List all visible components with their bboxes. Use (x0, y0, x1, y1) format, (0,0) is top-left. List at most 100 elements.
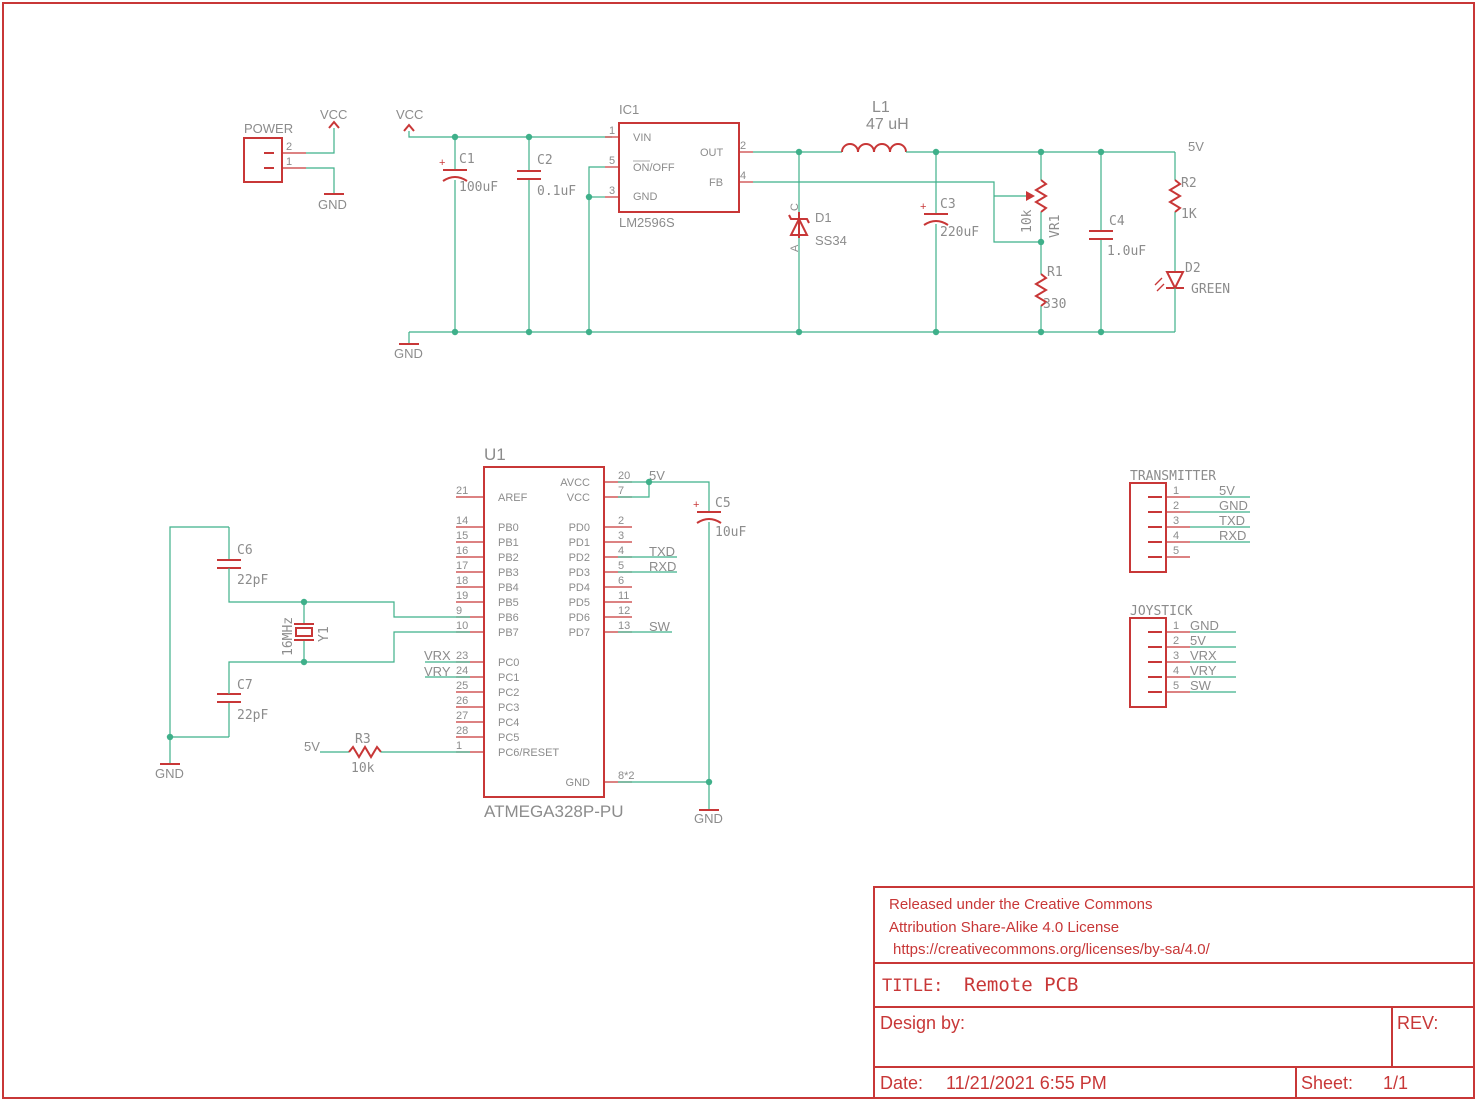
mcu-pin-number: 12 (618, 605, 630, 617)
vcc-symbol-power: VCC (320, 107, 347, 129)
net-rxd: RXD (649, 559, 676, 574)
svg-text:4: 4 (740, 170, 746, 182)
transmitter-pin-number: 5 (1173, 545, 1179, 557)
svg-text:330: 330 (1043, 297, 1066, 312)
mcu-pin-name: PD2 (569, 552, 590, 564)
gnd-symbol-regulator: GND (394, 343, 423, 361)
capacitor-c6: C6 22pF (217, 543, 268, 588)
svg-text:L1: L1 (872, 99, 890, 116)
mcu-pin-number: 9 (456, 605, 462, 617)
date-value: 11/21/2021 6:55 PM (946, 1073, 1107, 1093)
transmitter-net-label: TXD (1219, 513, 1245, 528)
resistor-r2: R2 1K (1168, 176, 1197, 222)
mcu-pin-number: 26 (456, 695, 468, 707)
net-sw: SW (649, 619, 671, 634)
mcu-atmega328p: U1 ATMEGA328P-PU 21AREF14PB015PB116PB217… (456, 445, 635, 821)
net-vry: VRY (424, 664, 451, 679)
net-5v-mcu: 5V (649, 468, 665, 483)
svg-text:C6: C6 (237, 543, 253, 558)
rev-label: REV: (1397, 1013, 1438, 1033)
junctions-regulator (451, 133, 1105, 336)
mcu-pin-number: 5 (618, 560, 624, 572)
svg-text:U1: U1 (484, 445, 506, 464)
transmitter-pin-number: 1 (1173, 485, 1179, 497)
svg-text:C2: C2 (537, 153, 553, 168)
ic1-lm2596s: IC1 LM2596S VIN ON/OFF GND OUT FB 1 5 3 … (605, 102, 753, 230)
mcu-pin-number: 11 (618, 590, 629, 602)
svg-text:C3: C3 (940, 197, 956, 212)
mcu-pin-number: 15 (456, 530, 468, 542)
svg-text:C7: C7 (237, 678, 253, 693)
gnd-label: GND (318, 197, 347, 212)
svg-text:+: + (693, 499, 699, 511)
power-ref: POWER (244, 121, 293, 136)
mcu-pin-name: PC1 (498, 672, 519, 684)
svg-text:D2: D2 (1185, 261, 1201, 276)
resistor-r1: R1 330 (1034, 265, 1066, 312)
joystick-net-label: GND (1190, 618, 1219, 633)
svg-text:C4: C4 (1109, 214, 1125, 229)
svg-text:C1: C1 (459, 152, 475, 167)
svg-text:VR1: VR1 (1048, 215, 1063, 238)
svg-text:A: A (789, 244, 801, 252)
transmitter-pin-number: 4 (1173, 530, 1179, 542)
mcu-pin-name: PB4 (498, 582, 519, 594)
title-label: TITLE: (882, 976, 943, 996)
svg-text:IC1: IC1 (619, 102, 639, 117)
joystick-net-label: SW (1190, 678, 1212, 693)
net-vrx: VRX (424, 648, 451, 663)
mcu-pin-name: AVCC (560, 477, 590, 489)
svg-text:100uF: 100uF (459, 180, 498, 195)
gnd-symbol-mcu-left: GND (155, 763, 184, 781)
vcc-symbol-regulator: VCC (396, 107, 423, 132)
svg-text:220uF: 220uF (940, 225, 979, 240)
mcu-pin-number: 28 (456, 725, 468, 737)
mcu-pin-number: 27 (456, 710, 468, 722)
capacitor-c4: C4 1.0uF (1089, 214, 1146, 259)
license-line-2: Attribution Share-Alike 4.0 License (889, 919, 1119, 936)
mcu-pin-name: PB5 (498, 597, 519, 609)
diode-d1: D1 SS34 C A (788, 203, 847, 252)
transmitter-pin-number: 3 (1173, 515, 1179, 527)
sheet-label: Sheet: (1301, 1073, 1353, 1093)
mcu-pin-number: 14 (456, 515, 468, 527)
svg-text:22pF: 22pF (237, 573, 268, 588)
svg-text:Y1: Y1 (317, 626, 332, 642)
svg-text:10k: 10k (1020, 209, 1035, 233)
svg-text:1K: 1K (1181, 207, 1197, 222)
power-pin-2: 2 (286, 141, 292, 153)
mcu-pin-name: PB1 (498, 537, 519, 549)
svg-text:16MHz: 16MHz (281, 617, 296, 656)
vcc-label: VCC (320, 107, 347, 122)
mcu-pin-number: 20 (618, 470, 630, 482)
mcu-pin-number: 17 (456, 560, 468, 572)
joystick-net-label: 5V (1190, 633, 1206, 648)
mcu-pin-number: 13 (618, 620, 630, 632)
svg-text:1.0uF: 1.0uF (1107, 244, 1146, 259)
svg-text:GREEN: GREEN (1191, 282, 1230, 297)
mcu-pin-name: PD1 (569, 537, 590, 549)
mcu-pin-number: 2 (618, 515, 624, 527)
mcu-pin-number: 25 (456, 680, 468, 692)
svg-text:OUT: OUT (700, 147, 724, 159)
svg-text:10uF: 10uF (715, 525, 746, 540)
mcu-pin-name: PD7 (569, 627, 590, 639)
sheet-value: 1/1 (1383, 1073, 1408, 1093)
mcu-pin-number: 19 (456, 590, 468, 602)
capacitor-c5: + C5 10uF (693, 496, 746, 540)
svg-text:TRANSMITTER: TRANSMITTER (1130, 469, 1216, 484)
date-label: Date: (880, 1073, 923, 1093)
inductor-l1: L1 47 uH (841, 99, 909, 153)
license-line-1: Released under the Creative Commons (889, 896, 1152, 913)
svg-text:5: 5 (609, 155, 615, 167)
svg-text:1: 1 (609, 125, 615, 137)
junctions-mcu (166, 478, 713, 786)
svg-text:C: C (789, 203, 801, 211)
svg-text:R1: R1 (1047, 265, 1063, 280)
mcu-pin-number: 3 (618, 530, 624, 542)
mcu-pin-number: 23 (456, 650, 468, 662)
svg-text:ON/OFF: ON/OFF (633, 162, 675, 174)
